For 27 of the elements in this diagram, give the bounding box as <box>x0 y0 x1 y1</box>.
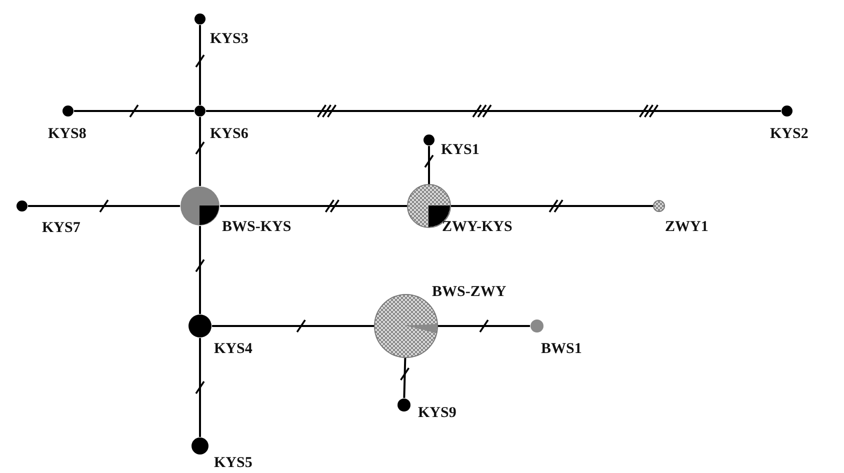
haplotype-label: KYS7 <box>42 221 80 236</box>
network-edge <box>438 325 530 327</box>
network-edge <box>206 110 781 112</box>
network-edge <box>28 205 180 207</box>
haplotype-label: ZWY1 <box>665 220 708 235</box>
haplotype-label: KYS1 <box>441 143 480 158</box>
haplotype-label: BWS-KYS <box>222 220 292 235</box>
network-edge <box>199 117 201 186</box>
network-edge <box>212 325 374 327</box>
haplotype-label: KYS2 <box>770 127 808 142</box>
haplotype-label: KYS6 <box>210 127 248 142</box>
network-edge <box>199 25 201 105</box>
network-edge <box>199 226 201 314</box>
network-edge <box>403 358 406 398</box>
haplotype-label: KYS8 <box>48 127 86 142</box>
network-edge <box>74 110 194 112</box>
network-edge <box>199 338 201 437</box>
haplotype-label: KYS9 <box>418 406 456 421</box>
haplotype-label: ZWY-KYS <box>442 220 512 235</box>
network-edge <box>428 146 430 184</box>
haplotype-label: KYS5 <box>214 456 252 471</box>
haplotype-label: KYS4 <box>214 342 252 357</box>
network-edge <box>220 205 407 207</box>
network-edge <box>451 205 653 207</box>
haplotype-label: KYS3 <box>210 32 248 47</box>
haplotype-label: BWS1 <box>541 342 582 357</box>
haplotype-label: BWS-ZWY <box>432 285 506 300</box>
